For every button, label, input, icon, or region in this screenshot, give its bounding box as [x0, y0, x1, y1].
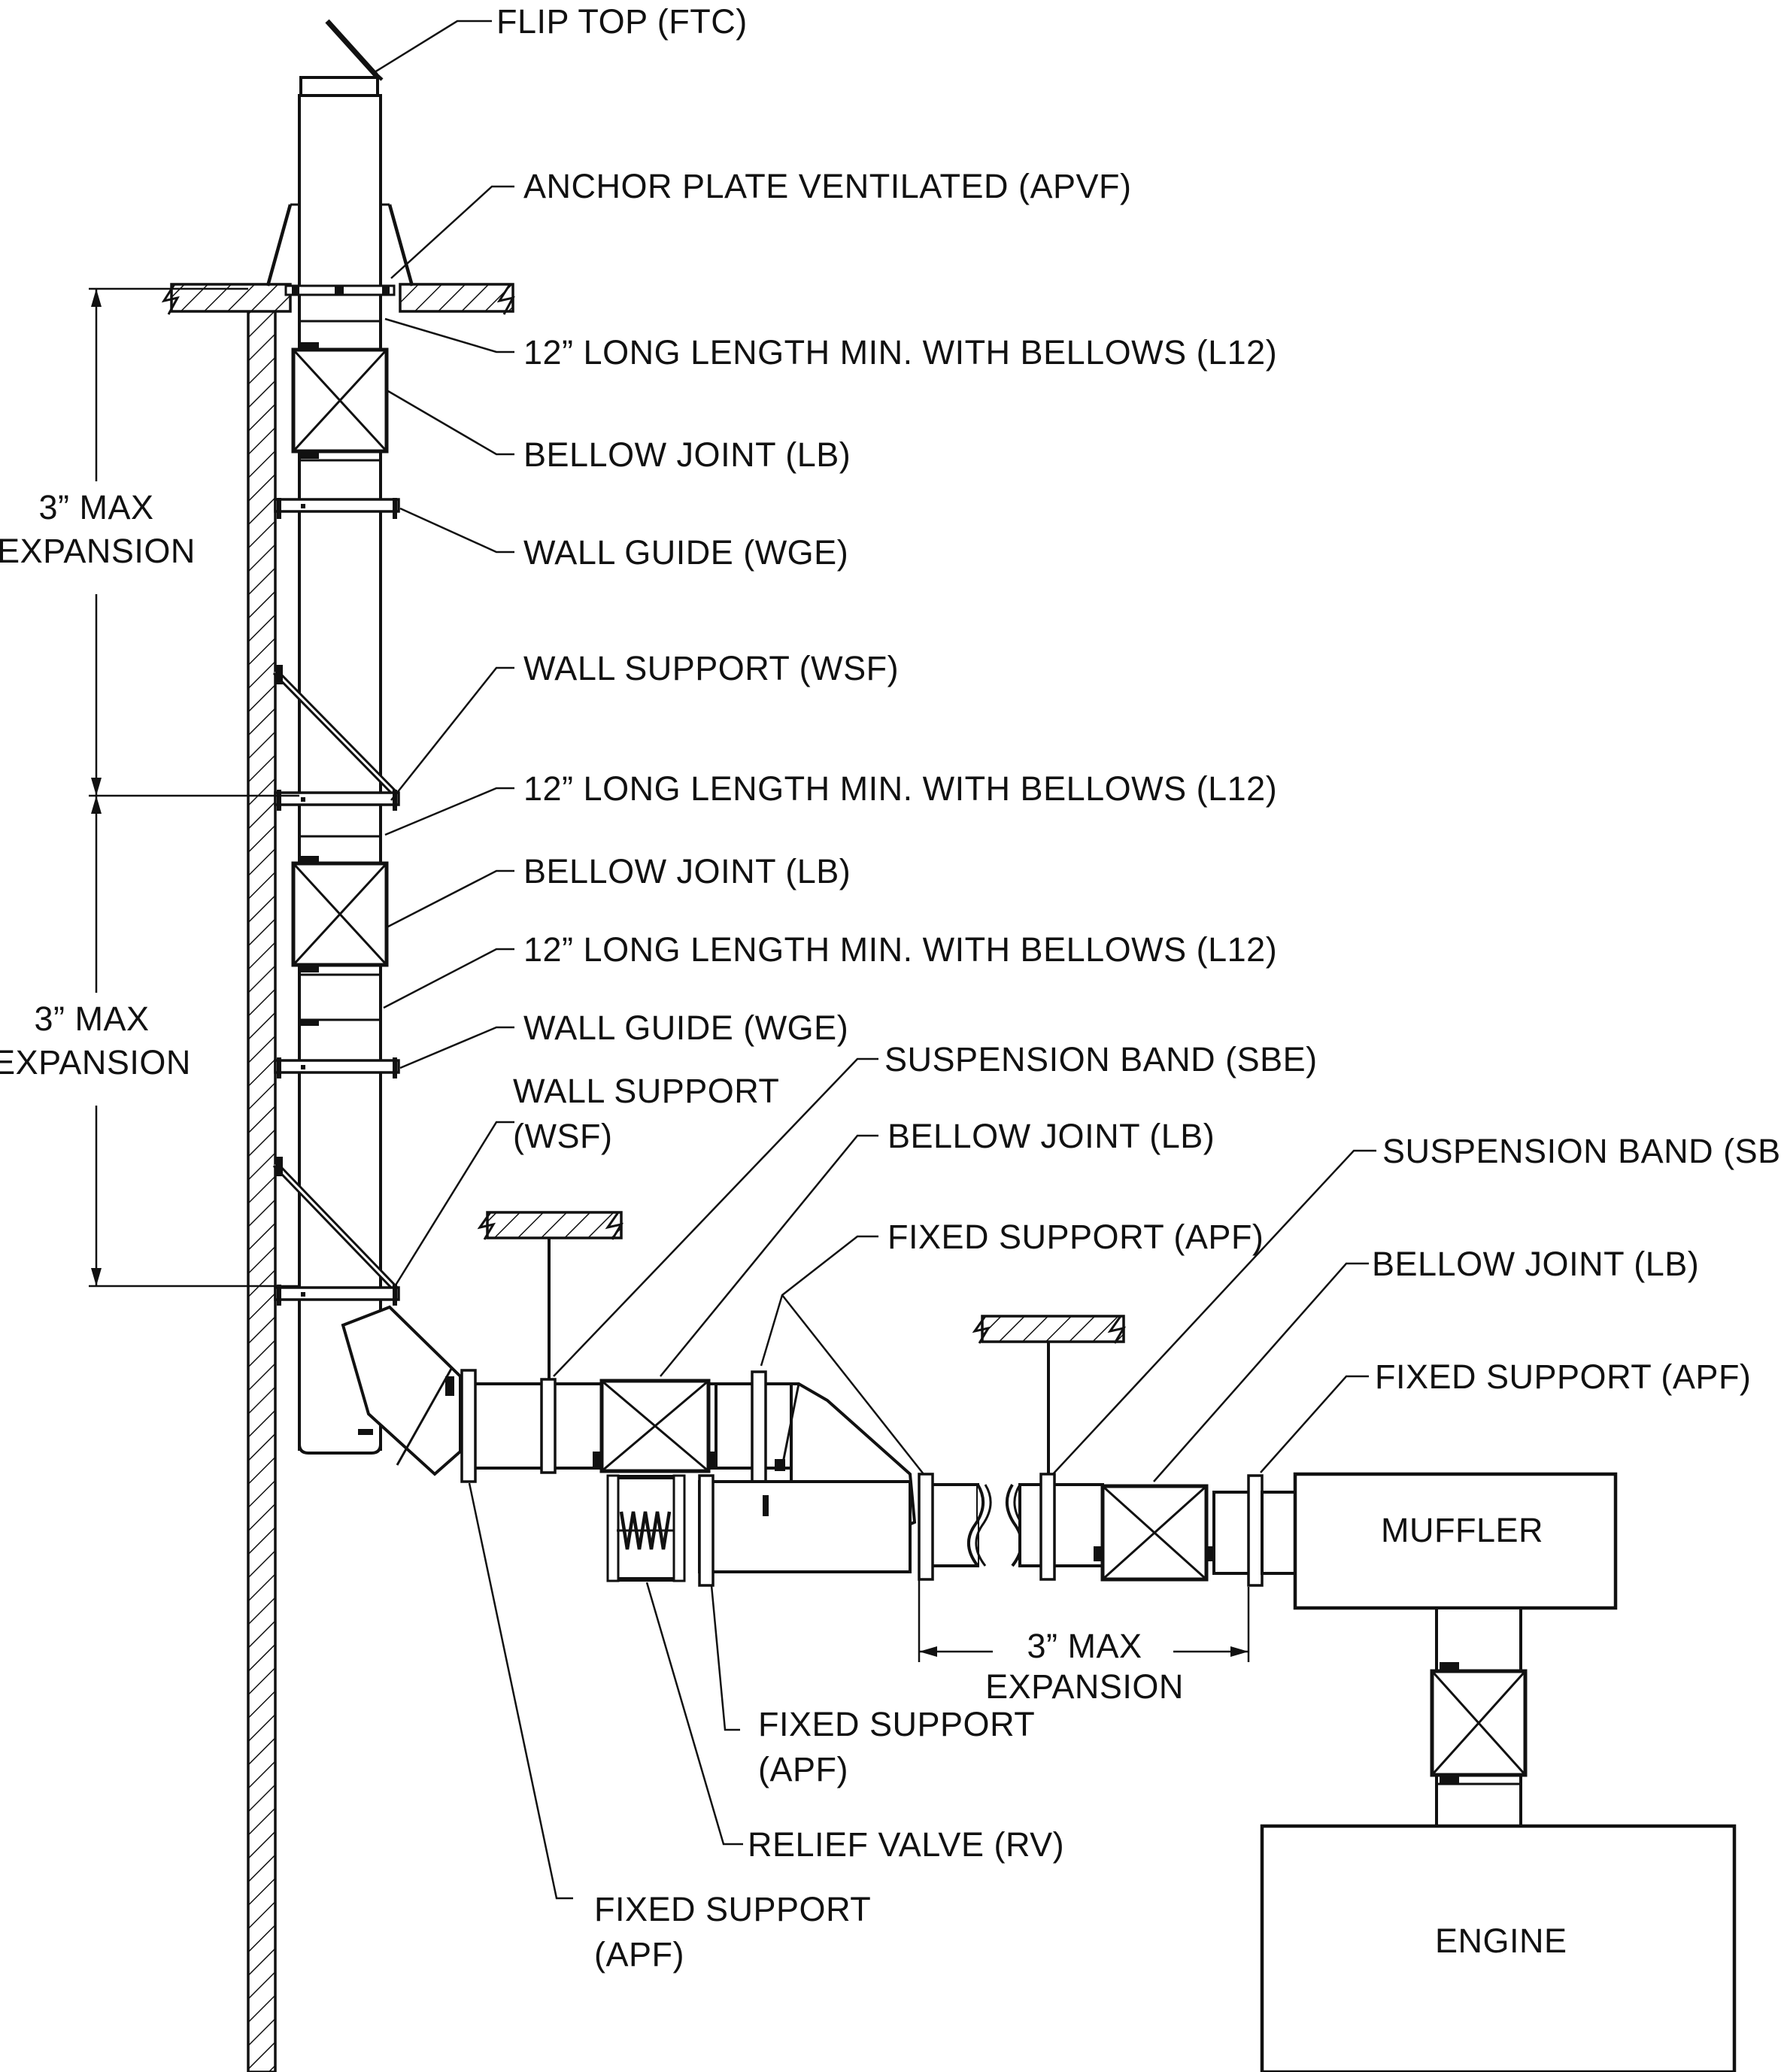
fixed-support-flange-2 [751, 1370, 767, 1483]
relief-valve-spring [619, 1511, 672, 1550]
label-bellow-joint-4: BELLOW JOINT (LB) [1372, 1245, 1699, 1283]
label-fixed-support-1: FIXED SUPPORT (APF) [887, 1218, 1264, 1256]
label-bellow-joint-3: BELLOW JOINT (LB) [887, 1117, 1215, 1155]
label-fixed-support-3-line2: (APF) [758, 1750, 848, 1788]
dim-horizontal-line2: EXPANSION [985, 1667, 1184, 1706]
wall-guide-upper [274, 498, 400, 519]
dim-horizontal-line1: 3” MAX [1027, 1627, 1142, 1665]
muffler-box [1293, 1472, 1618, 1610]
stack-pipe [298, 94, 382, 1451]
label-wall-support-1: WALL SUPPORT (WSF) [523, 649, 899, 687]
fixed-support-flange-3 [698, 1474, 715, 1587]
label-bellow-joint-1: BELLOW JOINT (LB) [523, 435, 851, 474]
anchor-plate-ventilated [265, 203, 414, 296]
dim-lower-line1: 3” MAX [34, 1000, 149, 1038]
label-engine: ENGINE [1435, 1922, 1567, 1960]
fixed-support-flange-4 [918, 1473, 934, 1581]
label-l12-mid: 12” LONG LENGTH MIN. WITH BELLOWS (L12) [523, 769, 1277, 808]
label-fixed-support-3-line1: FIXED SUPPORT [758, 1705, 1035, 1743]
dim-upper-line2: EXPANSION [0, 532, 196, 570]
label-muffler: MUFFLER [1381, 1511, 1543, 1549]
label-anchor-plate: ANCHOR PLATE VENTILATED (APVF) [523, 167, 1131, 205]
label-bellow-joint-2: BELLOW JOINT (LB) [523, 852, 851, 890]
ceiling-left [486, 1211, 623, 1239]
label-wall-guide-1: WALL GUIDE (WGE) [523, 533, 848, 572]
label-suspension-band-2: SUSPENSION BAND (SBE) [1382, 1132, 1781, 1170]
roof-right [399, 283, 514, 313]
label-flip-top: FLIP TOP (FTC) [496, 2, 748, 41]
label-wall-guide-2: WALL GUIDE (WGE) [523, 1009, 848, 1047]
elbow-left [341, 1305, 462, 1476]
label-l12-low: 12” LONG LENGTH MIN. WITH BELLOWS (L12) [523, 930, 1277, 969]
fixed-support-flange-5 [1247, 1474, 1264, 1587]
leader-lines [374, 20, 1376, 1900]
muffler-and-engine [1260, 1472, 1737, 2072]
fixed-support-flange-1 [460, 1369, 477, 1483]
flip-top-collar [299, 76, 379, 97]
bellow-joint-horizontal-2 [1100, 1474, 1297, 1587]
label-relief-valve: RELIEF VALVE (RV) [748, 1825, 1064, 1864]
wall [247, 293, 277, 2072]
dim-lower-line2: EXPANSION [0, 1043, 191, 1082]
suspension-band-2 [1039, 1473, 1056, 1581]
label-wall-support-2-line1: WALL SUPPORT [513, 1072, 779, 1110]
wall-support-lower [272, 1157, 400, 1306]
label-suspension-band-1: SUSPENSION BAND (SBE) [884, 1040, 1318, 1078]
tee-and-relief-valve [606, 1474, 912, 1587]
dimension-lines [89, 287, 1250, 1662]
vertical-stack [265, 19, 414, 1455]
horizontal-pipe-break [918, 1342, 1104, 1581]
wall-guide-lower [274, 1057, 400, 1078]
suspension-band-1 [540, 1378, 557, 1474]
label-fixed-support-4-line2: (APF) [594, 1935, 684, 1973]
label-fixed-support-2: FIXED SUPPORT (APF) [1375, 1358, 1751, 1396]
bellow-joint-horizontal-1 [599, 1379, 716, 1473]
dim-upper-line1: 3” MAX [38, 488, 153, 526]
labels: FLIP TOP (FTC) ANCHOR PLATE VENTILATED (… [0, 2, 1781, 1973]
engine-box [1260, 1824, 1737, 2072]
ceiling-right [981, 1315, 1125, 1343]
wall-support-upper [272, 665, 400, 811]
label-l12-top: 12” LONG LENGTH MIN. WITH BELLOWS (L12) [523, 333, 1277, 372]
label-fixed-support-4-line1: FIXED SUPPORT [594, 1890, 871, 1928]
label-wall-support-2-line2: (WSF) [513, 1117, 612, 1155]
